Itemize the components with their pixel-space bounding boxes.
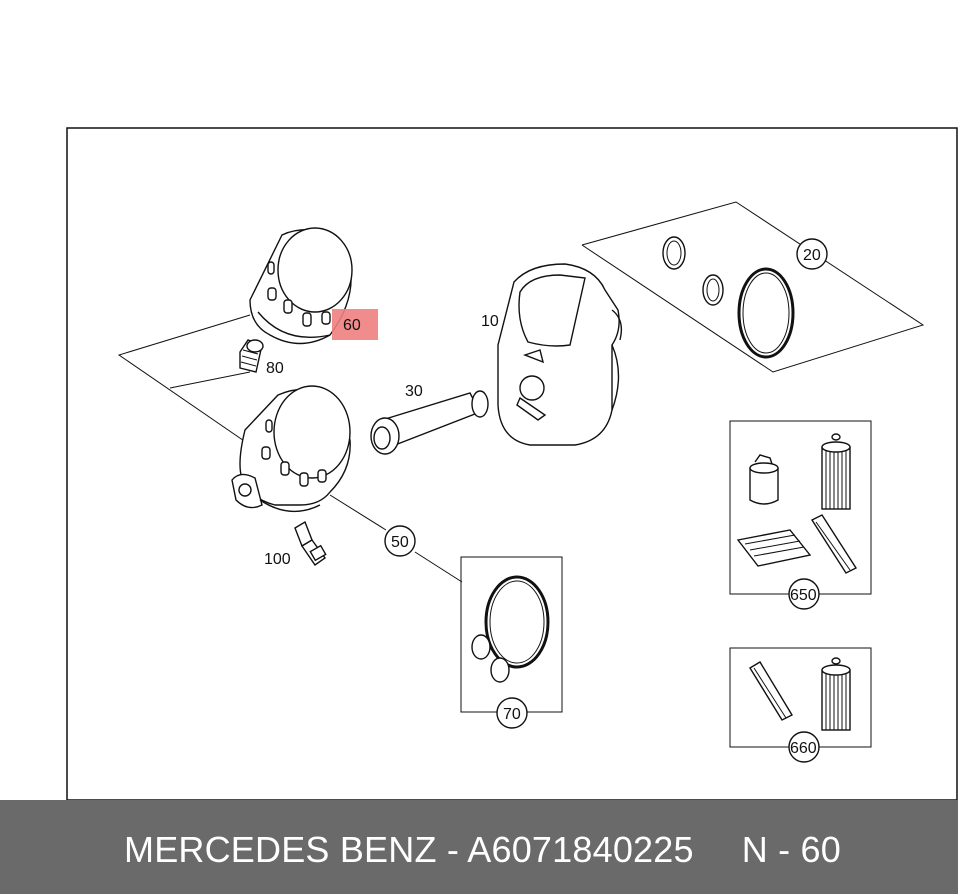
callout-650-circle <box>788 578 820 610</box>
callout-70: 70 <box>503 706 521 723</box>
callout-20-circle <box>796 238 828 270</box>
callout-50: 50 <box>391 534 409 551</box>
filter-kit-part-660 <box>729 647 872 748</box>
callout-660-circle <box>788 731 820 763</box>
leader-lines <box>117 314 463 583</box>
callout-50-circle <box>384 525 416 557</box>
separator: - <box>446 829 460 870</box>
sensor-part-100 <box>294 520 327 566</box>
callout-100: 100 <box>264 551 291 568</box>
pipe-part-30 <box>370 390 489 455</box>
callout-650: 650 <box>790 587 817 604</box>
part-number: A6071840225 <box>467 829 694 870</box>
callout-20: 20 <box>803 247 821 264</box>
callout-70-circle <box>496 697 528 729</box>
callout-80: 80 <box>266 360 284 377</box>
diagram-frame <box>66 127 958 800</box>
callout-10: 10 <box>481 313 499 330</box>
oil-filter-housing-part-50 <box>231 385 351 513</box>
footer-bar <box>0 800 958 894</box>
position-number: N - 60 <box>741 829 841 870</box>
highlight-60 <box>332 309 378 340</box>
footer-caption: MERCEDES BENZ - A6071840225 N - 60 <box>124 829 841 871</box>
parts-diagram: 60 80 50 100 30 <box>66 127 958 800</box>
filter-kit-part-650 <box>729 420 872 595</box>
brand-name: MERCEDES BENZ <box>124 829 437 870</box>
oil-cooler-part-10 <box>497 263 623 446</box>
callout-60: 60 <box>343 317 361 334</box>
callout-30: 30 <box>405 383 423 400</box>
oil-filter-cap-part-60 <box>249 227 353 345</box>
callout-660: 660 <box>790 740 817 757</box>
o-ring-set-part-70 <box>460 556 563 713</box>
filter-element-part-80 <box>239 339 264 373</box>
seal-kit-part-20 <box>581 201 925 373</box>
